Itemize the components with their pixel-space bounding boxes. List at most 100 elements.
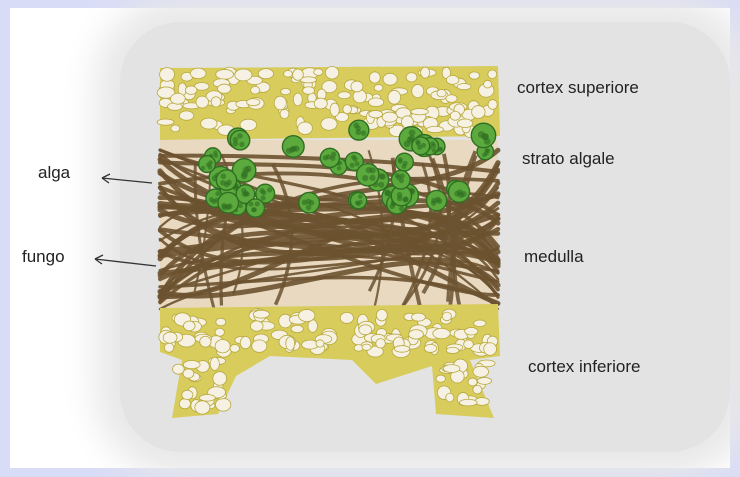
cortex-cell <box>200 336 211 347</box>
cortex-cell <box>383 73 397 85</box>
cortex-cell <box>388 90 401 104</box>
cortex-cell <box>330 103 339 116</box>
cortex-cell <box>199 395 215 402</box>
cortex-cell <box>464 340 474 349</box>
cortex-cell <box>171 125 180 132</box>
cortex-superiore-layer <box>157 66 500 140</box>
algae-cell <box>350 193 366 209</box>
cortex-cell <box>216 318 226 326</box>
cortex-cell <box>183 369 194 378</box>
cortex-cell <box>362 344 371 350</box>
algae-cell <box>216 170 236 190</box>
cortex-cell <box>314 98 327 109</box>
label-fungo: fungo <box>22 247 65 267</box>
cortex-cell <box>235 69 252 81</box>
cortex-cell <box>457 119 472 128</box>
cortex-cell <box>215 398 230 411</box>
cortex-cell <box>406 73 417 82</box>
algae-cell <box>218 192 239 213</box>
cortex-cell <box>473 366 489 377</box>
cortex-cell <box>325 67 338 80</box>
cortex-cell <box>185 86 197 95</box>
cortex-cell <box>459 399 477 406</box>
cortex-cell <box>340 312 353 323</box>
cortex-cell <box>252 340 267 352</box>
cortex-cell <box>182 390 193 399</box>
cortex-cell <box>179 111 193 120</box>
cortex-inferiore-layer <box>159 304 500 418</box>
algae-cell <box>412 137 430 155</box>
cortex-cell <box>433 328 450 338</box>
algae-cell <box>199 156 216 173</box>
cortex-cell <box>343 105 352 114</box>
cortex-cell <box>201 118 217 129</box>
cortex-cell <box>484 343 497 356</box>
cortex-cell <box>443 365 460 373</box>
cortex-cell <box>376 339 386 348</box>
cortex-cell <box>368 98 383 107</box>
cortex-cell <box>195 401 210 414</box>
cortex-cell <box>299 309 315 321</box>
cortex-cell <box>457 84 471 90</box>
cortex-cell <box>215 328 224 336</box>
cortex-cell <box>293 93 302 106</box>
cortex-cell <box>258 69 273 79</box>
fungo-arrow-line <box>95 259 156 266</box>
cortex-cell <box>247 99 260 106</box>
cortex-cell <box>211 97 221 107</box>
cortex-cell <box>314 69 323 76</box>
cortex-cell <box>473 385 482 394</box>
algae-cell <box>299 192 320 213</box>
cortex-cell <box>374 84 383 91</box>
cortex-cell <box>171 93 186 104</box>
cortex-cell <box>160 68 175 82</box>
algae-cell <box>448 181 469 202</box>
cortex-cell <box>338 92 351 99</box>
cortex-cell <box>488 70 497 78</box>
cortex-cell <box>280 109 289 118</box>
cortex-cell <box>173 364 185 374</box>
cortex-cell <box>421 67 430 78</box>
cortex-cell <box>474 320 486 327</box>
cortex-cell <box>469 72 479 79</box>
algae-cell <box>395 153 413 171</box>
cortex-cell <box>382 112 397 122</box>
cortex-cell <box>369 72 380 83</box>
cortex-cell <box>446 393 454 402</box>
cortex-cell <box>183 361 200 369</box>
cortex-cell <box>412 84 424 97</box>
cortex-cell <box>213 372 227 386</box>
cortex-cell <box>437 90 446 97</box>
cortex-cell <box>293 69 304 80</box>
cortex-cell <box>210 357 219 370</box>
cortex-cell <box>468 378 477 386</box>
cortex-cell <box>274 96 286 110</box>
algae-cell <box>230 130 249 149</box>
cortex-cell <box>351 81 363 92</box>
cortex-cell <box>472 106 485 119</box>
cortex-cell <box>286 337 295 351</box>
cortex-cell <box>427 126 444 132</box>
cortex-cell <box>446 95 457 103</box>
cortex-cell <box>484 80 492 88</box>
cortex-cell <box>281 88 291 94</box>
cortex-cell <box>298 122 313 135</box>
label-cortex-inferiore: cortex inferiore <box>528 357 640 377</box>
cortex-cell <box>164 343 173 352</box>
cortex-cell <box>376 309 387 320</box>
label-cortex-superiore: cortex superiore <box>517 78 639 98</box>
cortex-cell <box>411 109 429 115</box>
label-alga: alga <box>38 163 70 183</box>
algae-cell <box>349 120 369 140</box>
cortex-cell <box>436 375 446 382</box>
cortex-cell <box>216 69 234 79</box>
cortex-cell <box>215 340 230 353</box>
cortex-cell <box>477 377 491 384</box>
cortex-cell <box>369 110 383 117</box>
algae-cell <box>391 170 410 189</box>
cortex-cell <box>424 344 437 352</box>
alga-arrow-line <box>102 178 152 183</box>
cortex-cell <box>446 347 459 353</box>
algae-cell <box>320 148 339 167</box>
cortex-cell <box>321 118 337 131</box>
